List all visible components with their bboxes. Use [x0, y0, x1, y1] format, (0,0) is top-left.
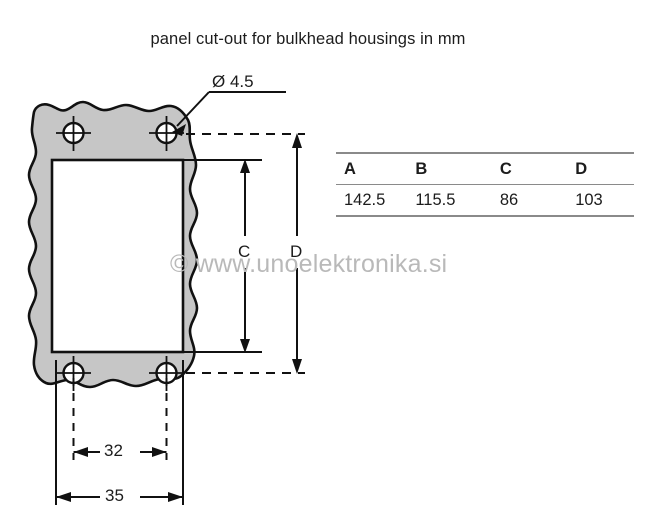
dimension-d-label: D [290, 242, 303, 261]
table-rule-a [336, 215, 412, 218]
diameter-leader [172, 91, 286, 136]
dimension-table: A B C D 142.5 115.5 86 103 [336, 152, 634, 218]
dimension-c [240, 159, 250, 353]
extension-lines-horizontal [186, 133, 305, 374]
dimension-d [292, 133, 302, 374]
table-header-row: A B C D [336, 152, 634, 185]
figure-title: panel cut-out for bulkhead housings in m… [150, 30, 466, 48]
table-row: 142.5 115.5 86 103 [336, 184, 634, 216]
extension-lines-bottom [55, 360, 184, 505]
mounting-holes [56, 116, 184, 391]
table-header-d: D [561, 152, 634, 185]
hole-top-left [56, 116, 91, 151]
table-header-a: A [336, 152, 412, 185]
dimension-c-label: C [238, 242, 251, 261]
dimension-35-label: 35 [105, 486, 124, 505]
table-rule-b [411, 215, 486, 218]
cutout-rectangle [50, 158, 185, 354]
table-header-b: B [411, 152, 486, 185]
table-cell-c: 86 [485, 184, 562, 216]
table-rule-d [561, 215, 634, 218]
dimension-32 [73, 447, 167, 457]
diameter-label: Ø 4.5 [212, 72, 254, 91]
dimension-32-label: 32 [104, 441, 123, 460]
extension-lines-cutout [183, 159, 262, 353]
table-rule-c [485, 215, 562, 218]
dimension-35 [56, 492, 183, 502]
table-bottom-rule-row [336, 215, 634, 218]
hole-top-right [149, 116, 184, 151]
table-cell-a: 142.5 [336, 184, 412, 216]
table-header-c: C [485, 152, 562, 185]
table-cell-b: 115.5 [411, 184, 486, 216]
table-cell-d: 103 [561, 184, 634, 216]
